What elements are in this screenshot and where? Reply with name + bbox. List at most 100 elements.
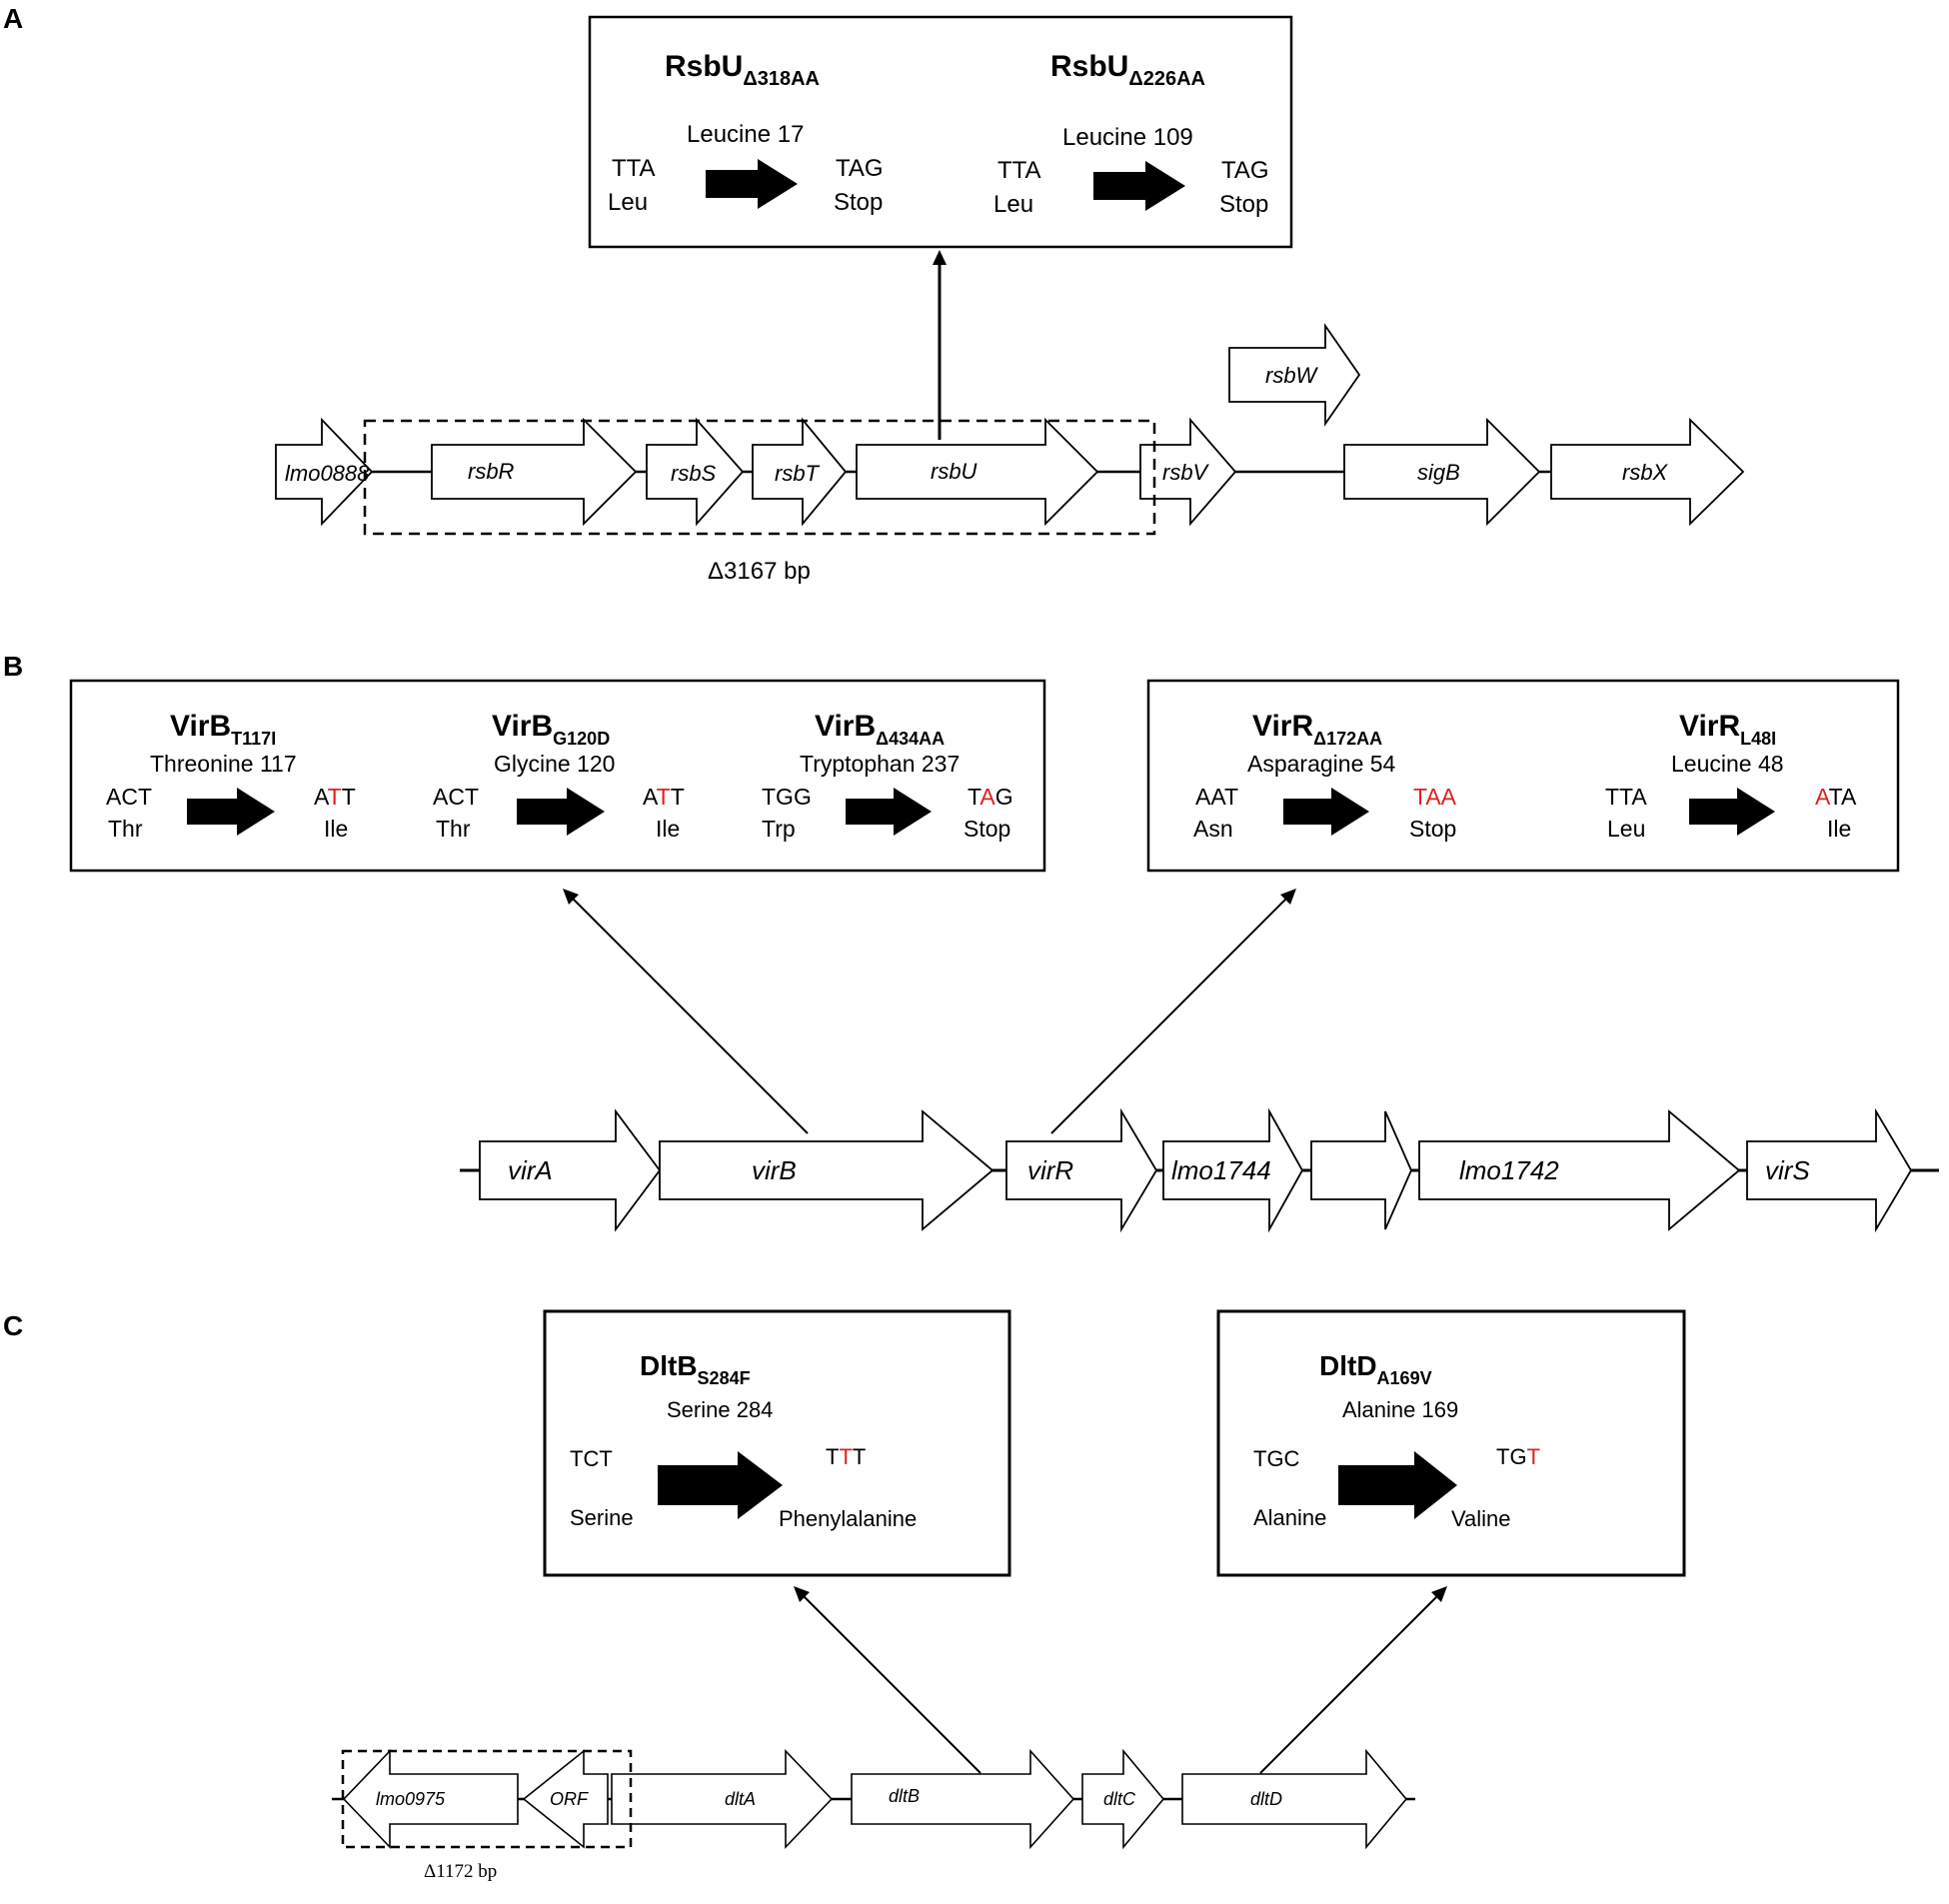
svg-text:RsbUΔ226AA: RsbUΔ226AA xyxy=(1050,50,1205,90)
mutation-arrow xyxy=(706,159,798,209)
svg-text:DltDA169V: DltDA169V xyxy=(1319,1350,1432,1388)
panel-letter-c: C xyxy=(3,1310,23,1341)
mutation-subscript: Δ172AA xyxy=(1313,729,1382,749)
gene-arrow-rsbT xyxy=(752,417,848,527)
svg-text:VirBT117I: VirBT117I xyxy=(170,710,276,749)
pointer-head-virr xyxy=(1280,889,1296,905)
aa-to: Ile xyxy=(324,816,348,842)
deletion-box-a xyxy=(363,419,1156,536)
codon-from: TGC xyxy=(1253,1446,1300,1471)
mutation-arrow xyxy=(1338,1451,1457,1519)
mutation-subscript: L48I xyxy=(1740,729,1776,749)
gene-label-rsbW: rsbW xyxy=(1265,363,1319,388)
mutation-arrow xyxy=(846,788,932,836)
deletion-label-c: Δ1172 bp xyxy=(424,1861,497,1882)
aa-from: Leu xyxy=(1607,816,1645,842)
mutation-name: VirR xyxy=(1679,710,1740,743)
gene-label-dltD: dltD xyxy=(1250,1789,1282,1809)
mutation-position: Alanine 169 xyxy=(1342,1397,1458,1422)
pointer-line-virr xyxy=(1050,896,1289,1134)
gene-label-rsbS: rsbS xyxy=(671,461,717,486)
gene-arrow-virB xyxy=(659,1109,994,1231)
mutation-name: VirR xyxy=(1252,710,1313,743)
gene-label-rsbR: rsbR xyxy=(468,459,515,484)
codon-from: AAT xyxy=(1195,784,1238,810)
mutation-arrow xyxy=(1093,161,1185,211)
aa-from: Leu xyxy=(993,191,1033,218)
aa-to: Stop xyxy=(1219,191,1268,218)
mutation-subscript: Δ318AA xyxy=(743,68,820,90)
codon-to: TTT xyxy=(826,1444,866,1469)
pointer-line-dltd xyxy=(1259,1593,1440,1774)
aa-from: Serine xyxy=(570,1505,634,1530)
gene-arrow-lmo0888 xyxy=(275,417,374,527)
mutation-position: Leucine 109 xyxy=(1062,124,1193,151)
svg-text:DltBS284F: DltBS284F xyxy=(640,1350,751,1388)
mutation-arrow xyxy=(658,1451,783,1519)
mutation-box-dltd xyxy=(1216,1309,1686,1577)
mutation-subscript: S284F xyxy=(698,1368,751,1388)
gene-label-virB: virB xyxy=(752,1155,797,1185)
mutation-subscript: Δ226AA xyxy=(1128,68,1205,90)
gene-label-virS: virS xyxy=(1765,1155,1810,1185)
mutation-position: Asparagine 54 xyxy=(1247,751,1396,777)
gene-label-virA: virA xyxy=(508,1155,553,1185)
mutation-subscript: G120D xyxy=(553,729,610,749)
mutation-box-virb xyxy=(69,679,1046,873)
mutation-position: Glycine 120 xyxy=(494,751,615,777)
mutation-subscript: Δ434AA xyxy=(876,729,945,749)
gene-label-virR: virR xyxy=(1027,1155,1073,1185)
gene-label-lmo0975: lmo0975 xyxy=(376,1789,446,1809)
codon-to: TAG xyxy=(836,155,884,182)
codon-to: TGT xyxy=(1496,1444,1540,1469)
codon-from: ACT xyxy=(106,784,152,810)
mutation-position: Leucine 17 xyxy=(687,121,804,148)
gene-arrow-rsbW xyxy=(1228,323,1361,427)
gene-arrow-sigB xyxy=(1343,417,1541,527)
gene-label-lmo1742: lmo1742 xyxy=(1459,1155,1559,1185)
gene-label-dltA: dltA xyxy=(725,1789,756,1809)
aa-to: Ile xyxy=(656,816,680,842)
mutation-box-rsbu xyxy=(588,15,1293,249)
mutation-subscript: A169V xyxy=(1377,1368,1432,1388)
gene-label-sigB: sigB xyxy=(1417,460,1460,485)
mutation-position: Tryptophan 237 xyxy=(800,751,960,777)
mutation-arrow xyxy=(1283,788,1369,836)
gene-arrow-dltA xyxy=(611,1749,834,1849)
aa-to: Stop xyxy=(964,816,1010,842)
mutation-name: DltB xyxy=(640,1350,698,1381)
aa-to: Stop xyxy=(834,189,883,216)
mutation-subscript: T117I xyxy=(231,729,276,749)
aa-from: Thr xyxy=(108,816,143,842)
gene-arrow-rsbR xyxy=(431,417,638,527)
svg-text:VirRL48I: VirRL48I xyxy=(1679,710,1776,749)
mutation-name: RsbU xyxy=(665,50,743,83)
codon-to: TAA xyxy=(1413,784,1457,810)
gene-arrow-ORF xyxy=(522,1749,609,1849)
gene-arrow-rsbS xyxy=(646,417,745,527)
mutation-name: DltD xyxy=(1319,1350,1377,1381)
mutation-position: Serine 284 xyxy=(667,1397,773,1422)
codon-to: ATT xyxy=(314,784,356,810)
aa-to: Phenylalanine xyxy=(779,1506,917,1531)
mutation-name: VirB xyxy=(170,710,231,743)
gene-arrow-rsbX xyxy=(1550,417,1745,527)
pointer-line-dltb xyxy=(801,1593,981,1774)
svg-text:RsbUΔ318AA: RsbUΔ318AA xyxy=(665,50,820,90)
codon-to: TAG xyxy=(1221,157,1269,184)
gene-arrow-dltC xyxy=(1081,1748,1165,1850)
svg-text:VirRΔ172AA: VirRΔ172AA xyxy=(1252,710,1382,749)
pointer-head-dltd xyxy=(1431,1586,1447,1602)
mutation-arrow xyxy=(1689,788,1775,836)
mutation-name: VirB xyxy=(815,710,876,743)
gene-label-dltC: dltC xyxy=(1103,1789,1136,1809)
svg-text:VirBG120D: VirBG120D xyxy=(492,710,610,749)
pointer-line-virb xyxy=(570,896,809,1134)
panel-letter-b: B xyxy=(3,651,23,682)
gene-label-rsbX: rsbX xyxy=(1622,460,1669,485)
gene-label-lmo0888: lmo0888 xyxy=(285,461,370,486)
aa-from: Asn xyxy=(1193,816,1233,842)
gene-label-rsbV: rsbV xyxy=(1162,460,1210,485)
gene-label-rsbT: rsbT xyxy=(775,461,821,486)
aa-to: Stop xyxy=(1409,816,1456,842)
